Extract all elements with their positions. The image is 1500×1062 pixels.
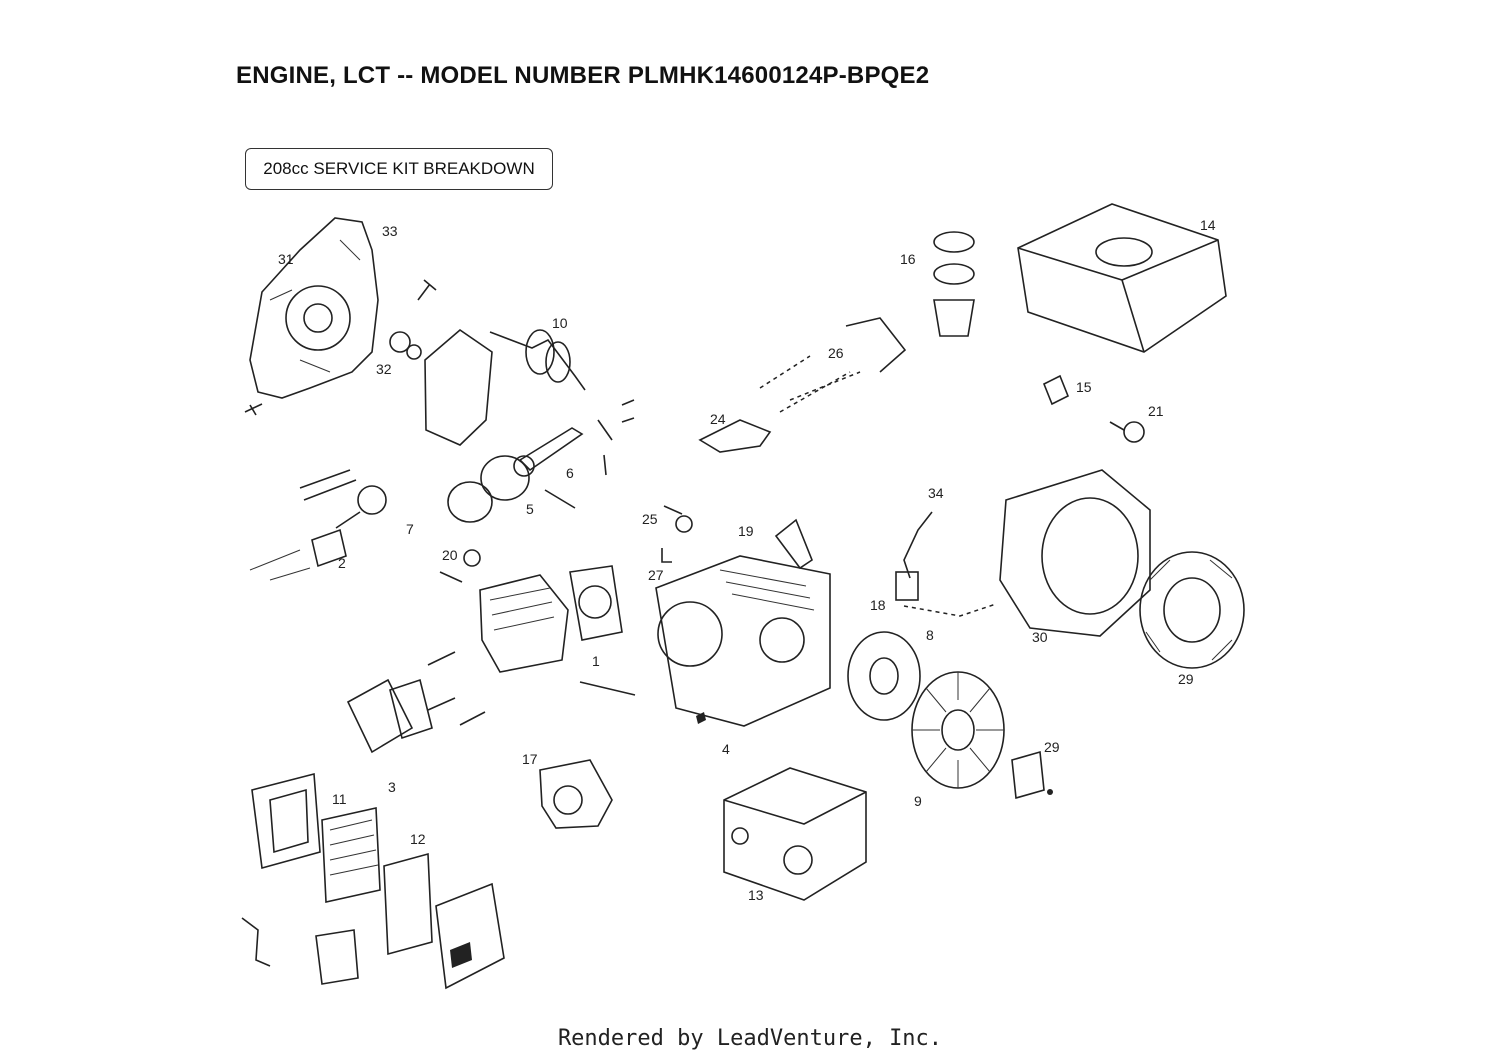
part-gasket[interactable]	[424, 328, 493, 446]
page-title: ENGINE, LCT -- MODEL NUMBER PLMHK1460012…	[236, 62, 930, 89]
callout-7: 7	[406, 521, 414, 537]
callout-13: 13	[748, 887, 764, 903]
callout-2: 2	[338, 555, 346, 571]
callout-12: 12	[410, 831, 426, 847]
callout-10: 10	[552, 315, 568, 331]
part-pre-filter[interactable]	[383, 852, 433, 956]
part-throttle-linkage[interactable]	[759, 317, 907, 401]
callout-27: 27	[648, 567, 664, 583]
part-dipstick-bolt[interactable]	[417, 279, 437, 301]
callout-31: 31	[278, 251, 294, 267]
part-head-gasket[interactable]	[569, 565, 623, 641]
part-crankshaft[interactable]	[489, 329, 586, 391]
part-starter-cup[interactable]	[1011, 750, 1053, 800]
callout-34: 34	[928, 485, 944, 501]
service-kit-label: 208cc SERVICE KIT BREAKDOWN	[245, 148, 553, 190]
part-cooling-fan[interactable]	[911, 671, 1005, 789]
callout-16: 16	[900, 251, 916, 267]
part-rod-bolts[interactable]	[597, 419, 613, 476]
part-valve-springs[interactable]	[299, 469, 357, 501]
callout-14: 14	[1200, 217, 1216, 233]
callout-26: 26	[828, 345, 844, 361]
callout-18: 18	[870, 597, 886, 613]
callout-33: 33	[382, 223, 398, 239]
part-blower-housing[interactable]	[999, 469, 1151, 637]
part-connecting-rod[interactable]	[513, 427, 584, 477]
callout-4: 4	[722, 741, 730, 757]
part-insulator[interactable]	[346, 678, 433, 754]
callout-20: 20	[442, 547, 458, 563]
part-governor-arm[interactable]	[774, 518, 813, 570]
part-wrist-pin[interactable]	[544, 489, 576, 509]
callout-3: 3	[388, 779, 396, 795]
callout-19: 19	[738, 523, 754, 539]
part-engine-block[interactable]	[655, 555, 831, 727]
part-spark-plug-boot[interactable]	[439, 549, 481, 583]
callout-25: 25	[642, 511, 658, 527]
callout-1: 1	[592, 653, 600, 669]
part-fuel-valve[interactable]	[1042, 374, 1070, 406]
callout-21: 21	[1148, 403, 1164, 419]
part-on-off-switch[interactable]	[1109, 421, 1145, 443]
part-small-screws[interactable]	[621, 399, 635, 423]
part-clip[interactable]	[241, 917, 271, 967]
part-fuel-cap[interactable]	[933, 231, 975, 337]
part-air-filter[interactable]	[321, 807, 381, 903]
part-governor-gear[interactable]	[663, 505, 693, 533]
part-piston[interactable]	[447, 455, 530, 523]
part-cylinder-head[interactable]	[479, 574, 569, 673]
callout-8: 8	[926, 627, 934, 643]
footer-credit: Rendered by LeadVenture, Inc.	[557, 1026, 943, 1051]
callout-11: 11	[332, 791, 347, 807]
part-governor-linkage[interactable]	[698, 371, 851, 453]
callout-28: 29	[1044, 739, 1060, 755]
part-shroud[interactable]	[723, 767, 867, 901]
part-recoil-starter[interactable]	[1139, 551, 1245, 669]
part-air-cleaner-cover[interactable]	[435, 882, 505, 990]
part-flywheel[interactable]	[847, 631, 921, 721]
part-oil-seal[interactable]	[389, 331, 422, 360]
part-drain-plug[interactable]	[244, 403, 263, 416]
part-camshaft[interactable]	[335, 485, 387, 529]
callout-30: 30	[1032, 629, 1048, 645]
service-kit-text: 208cc SERVICE KIT BREAKDOWN	[263, 159, 535, 178]
callout-17: 17	[522, 751, 538, 767]
callout-9: 9	[914, 793, 922, 809]
part-governor-pin[interactable]	[661, 548, 672, 563]
part-ignition-wire[interactable]	[895, 511, 997, 617]
part-breather[interactable]	[315, 929, 359, 985]
callout-29: 29	[1178, 671, 1194, 687]
callout-6: 6	[566, 465, 574, 481]
part-fuel-tank[interactable]	[1017, 203, 1227, 353]
callout-24: 24	[710, 411, 726, 427]
callout-5: 5	[526, 501, 534, 517]
part-air-cleaner-base[interactable]	[251, 772, 321, 870]
part-carburetor[interactable]	[539, 759, 613, 829]
callout-32: 32	[376, 361, 392, 377]
part-valve-plate[interactable]	[249, 528, 347, 581]
part-head-bolts[interactable]	[427, 651, 636, 726]
callout-15: 15	[1076, 379, 1092, 395]
part-crankcase-cover[interactable]	[249, 217, 379, 399]
